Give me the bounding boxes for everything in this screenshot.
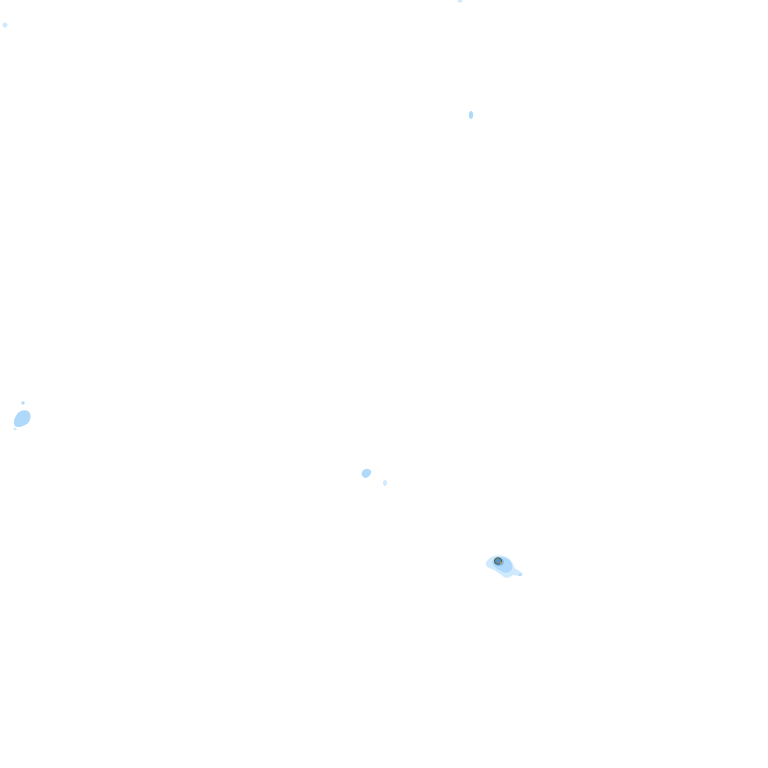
precip-storm-cell [485,555,523,578]
precip-speck-top-center [457,0,463,3]
storm-trailing-speck [518,573,522,577]
precip-speck-top-left [2,22,8,28]
storm-core-outline [493,557,503,565]
precip-speck-left-b [13,427,17,431]
precip-cell-center [361,468,372,478]
precip-speck-upper-mid [468,111,474,119]
storm-core [494,558,502,564]
precip-cell-left [13,410,31,428]
storm-core-accent [499,562,503,564]
precip-speck-center-b [383,480,387,486]
precip-speck-left-a [21,401,25,405]
